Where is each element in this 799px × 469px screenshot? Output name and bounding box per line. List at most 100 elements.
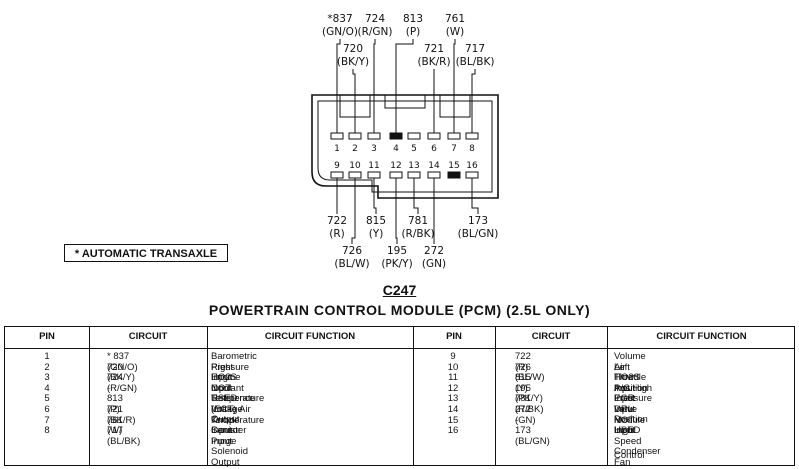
wire-color-label: (GN) [422,258,446,270]
wire-circuit-label: 815 [366,215,386,227]
wire-circuit-label: *837 [327,13,352,25]
circuit-value: 813 (P) [107,393,123,415]
wire-circuit-label: 813 [403,13,423,25]
wire-leader-line [336,39,341,133]
pin-number: 3 [44,372,50,384]
table-divider [495,327,496,465]
pin-number: 16 [447,425,459,437]
circuit-function: Barometric Pressure Input [211,351,257,383]
wire-leader-line [373,39,376,133]
wire-color-label: (R/BK) [401,228,434,240]
pin-cavity [447,132,461,140]
pin-cavity [407,171,421,179]
pin-number: 12 [447,382,459,394]
pin-cavity [348,171,362,179]
pin-cavity [447,171,461,179]
pin-number-label: 4 [393,144,399,154]
pin-table: PIN CIRCUIT CIRCUIT FUNCTION PIN CIRCUIT… [4,326,795,468]
circuit-function: Engine Coolant Temperature (ECT) [211,372,265,415]
connector-id: C247 [382,282,417,298]
circuit-value: - [107,382,111,394]
circuit-function: Left HO2S Input [614,361,640,394]
connector-inner-outline [317,100,493,193]
automatic-transaxle-note: * AUTOMATIC TRANSAXLE [64,244,228,262]
pin-number: 4 [44,382,50,394]
pin-cavity [465,171,479,179]
pin-number-label: 7 [451,144,457,154]
pin-cavity [389,132,403,140]
connector-title-qualifier: (2.5L ONLY) [506,302,591,318]
connector-outline [311,94,499,199]
circuit-function: Knock Sensor Input [211,414,242,447]
pin-cavity [465,132,479,140]
wire-color-label: (PK/Y) [381,258,412,270]
wire-leader-line [471,178,479,214]
pin-cavity [427,171,441,179]
wire-color-label: (BL/W) [334,258,369,270]
table-divider [207,327,208,465]
header-pin-right: PIN [446,331,462,342]
pin-number-label: 13 [408,161,419,171]
pin-number: 10 [447,361,459,373]
circuit-value: - [515,414,519,426]
pin-number: 6 [44,404,50,415]
connector-key-right [439,94,471,118]
pin-cavity [330,171,344,179]
wire-circuit-label: 761 [445,13,465,25]
pin-number: 8 [44,425,50,437]
function-continuation: Control [614,450,645,461]
wire-color-label: (GN/O) [322,26,358,38]
pin-number-label: 15 [448,161,459,171]
circuit-function: Canister Purge Solenoid Output [211,425,248,468]
circuit-value: 726 (BL/W) [515,361,545,384]
pin-number-label: 9 [334,161,340,171]
pin-number-label: 10 [349,161,361,171]
wire-leader-line [471,69,476,133]
wire-circuit-label: 272 [424,245,444,257]
circuit-value: 815 (Y) [515,372,531,394]
table-divider [89,327,90,465]
circuit-function: DRL Module Input [614,404,646,436]
pin-number-label: 6 [431,144,437,154]
wire-color-label: (W) [446,26,465,38]
pin-cavity [348,132,362,140]
table-divider [413,327,414,465]
connector-title: POWERTRAIN CONTROL MODULE (PCM) (2.5L ON… [0,302,799,318]
header-circuit-right: CIRCUIT [531,331,571,342]
wire-circuit-label: 722 [327,215,347,227]
circuit-value: 724 (R/GN) [107,372,138,394]
wire-circuit-label: 195 [387,245,407,257]
wire-circuit-label: 173 [468,215,488,227]
pin-number-label: 12 [390,161,401,171]
circuit-value: * 837 (GN/O) [107,351,138,373]
wire-color-label: (BL/BK) [456,56,495,68]
wire-circuit-label: 724 [365,13,385,25]
connector-title-text: POWERTRAIN CONTROL MODULE (PCM) [208,302,502,318]
pin-number-label: 1 [334,144,340,154]
pin-number: 13 [447,393,459,405]
circuit-function: High Speed Condenser Fan [614,425,661,468]
pin-cavity [367,132,381,140]
pin-number-label: 16 [466,161,478,171]
pin-number-label: 5 [411,144,417,154]
wire-color-label: (R/GN) [357,26,392,38]
header-function-right: CIRCUIT FUNCTION [656,331,747,342]
wire-color-label: (P) [406,26,421,38]
table-header-rule [5,348,794,349]
circuit-function: A/C High Pressure Input [614,382,653,415]
connector-notch [384,95,426,109]
circuit-value: 195 (PK/Y) [515,382,543,405]
wire-color-label: (R) [329,228,345,240]
wire-circuit-label: 781 [408,215,428,227]
circuit-function: Volume Air Flow Input [614,351,646,394]
circuit-value: 721 (BK/R) [107,404,136,426]
wire-leader-line [395,39,414,133]
pin-cavity [389,171,403,179]
pin-number: 1 [44,351,50,362]
pin-number: 5 [44,393,50,405]
circuit-value: 173 (BL/GN) [515,425,550,447]
pin-cavity [330,132,344,140]
circuit-value: 272 (GN) [515,404,536,426]
wire-leader-line [373,178,377,214]
circuit-function: Right HO2S Input [211,361,237,394]
